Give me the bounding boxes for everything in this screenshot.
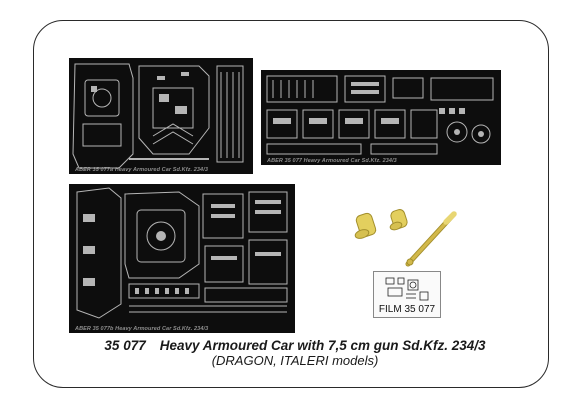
fret-a-label: ABER 35 077a Heavy Armoured Car Sd.Kfz. … [75, 167, 208, 173]
product-caption-title: 35 077 Heavy Armoured Car with 7,5 cm gun… [60, 338, 530, 353]
resin-parts-group [350, 208, 460, 268]
product-caption-subtitle: (DRAGON, ITALERI models) [211, 353, 379, 368]
photo-etched-fret-b: ABER 35 077 Heavy Armoured Car Sd.Kfz. 2… [261, 70, 501, 165]
film-sheet: FILM 35 077 [373, 271, 441, 318]
muzzle-brake-part-1 [354, 212, 377, 239]
fret-c-label: ABER 35 077b Heavy Armoured Car Sd.Kfz. … [75, 326, 209, 332]
product-code: 35 077 [104, 338, 146, 353]
gun-barrel-part [405, 211, 457, 267]
photo-etched-fret-a: ABER 35 077a Heavy Armoured Car Sd.Kfz. … [69, 58, 253, 174]
photo-etched-fret-c: ABER 35 077b Heavy Armoured Car Sd.Kfz. … [69, 184, 295, 333]
film-markings [385, 277, 429, 301]
fret-c-parts [76, 187, 288, 319]
fret-b-parts [266, 75, 494, 155]
film-label: FILM 35 077 [378, 304, 436, 315]
product-title: Heavy Armoured Car with 7,5 cm gun Sd.Kf… [159, 338, 486, 353]
resin-parts-illustration [354, 209, 457, 267]
muzzle-brake-part-2 [389, 209, 408, 231]
fret-a-parts [72, 63, 244, 169]
fret-b-label: ABER 35 077 Heavy Armoured Car Sd.Kfz. 2… [267, 158, 397, 164]
